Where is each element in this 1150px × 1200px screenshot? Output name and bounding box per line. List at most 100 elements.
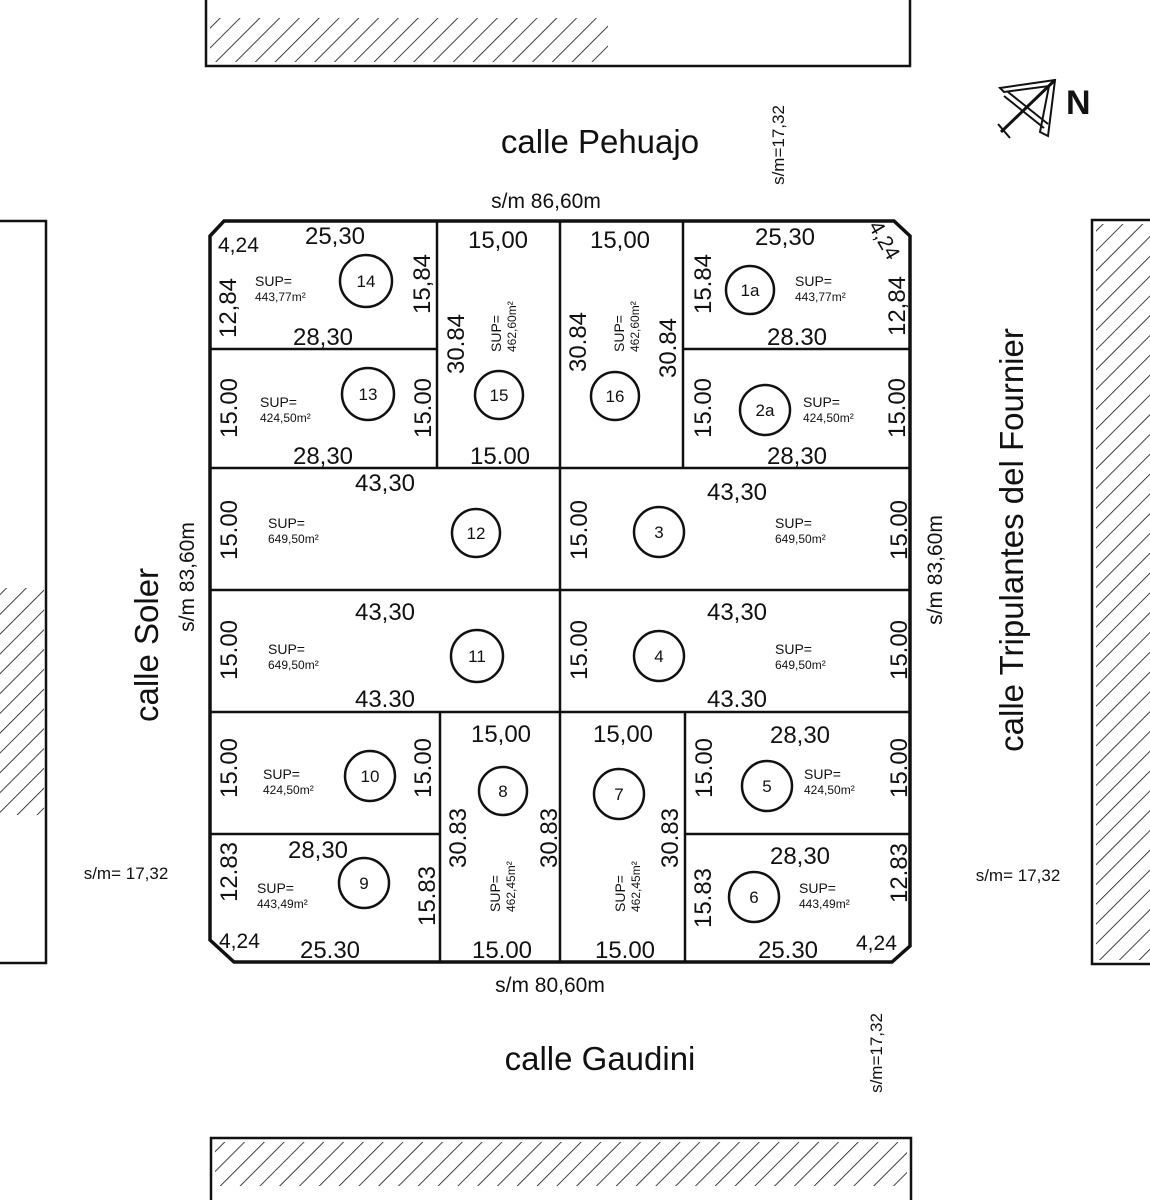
lot-13-sup-label: SUP= [260, 394, 297, 410]
lot-13-left-side: 15.00 [216, 378, 243, 438]
lot-5-right-side: 15.00 [886, 738, 913, 798]
neighbor-block-right [1090, 218, 1150, 966]
lot-6-back: 25.30 [758, 937, 818, 964]
lot-8-number: 8 [498, 782, 507, 801]
north-label: N [1066, 84, 1091, 122]
lot-8-sup-label: SUP= [487, 875, 503, 912]
lot-8-marker [477, 765, 529, 817]
lot-1a-sup-label: SUP= [795, 273, 832, 289]
lot-7-sup-value: 462,45m² [629, 861, 643, 912]
lot-1a-sup-value: 443,77m² [795, 290, 846, 304]
lot-13-number: 13 [359, 385, 378, 404]
lot-11-side: 15.00 [216, 620, 243, 680]
lot-6-front: 28,30 [770, 843, 830, 870]
lot-12-sup-value: 649,50m² [268, 532, 319, 546]
lot-11-front: 43,30 [355, 599, 415, 626]
lot-2a: 2a SUP= 424,50m² 28,30 15.00 15.00 [690, 378, 911, 470]
block-measure-left: s/m 83,60m [176, 522, 199, 632]
lot-6-chamfer: 4,24 [856, 932, 897, 955]
lot-16-sup-value: 462,60m² [628, 301, 642, 352]
lot-4-back: 43.30 [707, 686, 767, 713]
neighbor-block-bottom [209, 1136, 913, 1200]
lot-15-back: 15.00 [470, 443, 530, 470]
lot-15-left-side: 30.84 [443, 314, 470, 374]
lot-14-front: 25,30 [305, 223, 365, 250]
lot-6-left-side: 15.83 [690, 868, 717, 928]
street-width-top: s/m=17,32 [769, 105, 788, 185]
lot-15-marker [473, 369, 525, 421]
street-right-name: calle Tripulantes del Fournier [993, 328, 1030, 752]
street-width-left: s/m= 17,32 [84, 864, 169, 883]
lot-1a-right-side: 12,84 [884, 276, 911, 336]
lot-16-marker [589, 370, 641, 422]
lot-9-marker [337, 856, 391, 910]
lot-8-front: 15,00 [471, 721, 531, 748]
lot-2a-left-side: 15.00 [690, 378, 717, 438]
lot-2a-back: 28,30 [767, 443, 827, 470]
lot-4: 4 SUP= 649,50m² 43,30 43.30 15.00 15.00 [566, 599, 913, 713]
lot-5-front: 28,30 [770, 722, 830, 749]
lot-7-sup-label: SUP= [612, 875, 628, 912]
lot-6: 6 SUP= 443,49m² 28,30 25.30 15.83 12.83 … [690, 843, 913, 964]
street-width-right: s/m= 17,32 [976, 866, 1061, 885]
lot-6-sup-label: SUP= [799, 880, 836, 896]
lot-10-number: 10 [361, 767, 380, 786]
neighbor-block-left [0, 219, 48, 965]
lot-lines [210, 221, 910, 962]
lot-7-marker [592, 767, 646, 821]
lot-8: 8 SUP= 462,45m² 15,00 15.00 30.83 30.83 [445, 721, 563, 964]
lot-10-left-side: 15.00 [216, 738, 243, 798]
lot-3-marker [632, 505, 686, 559]
lot-15-sup-value: 462,60m² [505, 301, 519, 352]
lot-12-sup-label: SUP= [268, 515, 305, 531]
lot-12-number: 12 [467, 524, 486, 543]
lot-15-sup-label: SUP= [488, 315, 504, 352]
lot-5-number: 5 [762, 777, 771, 796]
lot-4-right-side: 15.00 [886, 620, 913, 680]
lot-10: 10 SUP= 424,50m² 15.00 15.00 [216, 738, 437, 803]
lot-4-front: 43,30 [707, 599, 767, 626]
lot-3-left-side: 15.00 [566, 500, 593, 560]
block-outline [208, 219, 912, 964]
lot-13-back: 28,30 [293, 443, 353, 470]
lot-7-right-side: 30.83 [657, 808, 684, 868]
lot-16-left-side: 30.84 [565, 312, 592, 372]
lot-14-chamfer: 4,24 [218, 234, 259, 257]
lot-3-front: 43,30 [707, 479, 767, 506]
lot-8-left-side: 30.83 [445, 808, 472, 868]
lot-10-right-side: 15.00 [410, 738, 437, 798]
lot-5-sup-label: SUP= [804, 766, 841, 782]
lot-14-right-side: 15,84 [409, 254, 436, 314]
lot-12-marker [450, 507, 502, 559]
lot-4-sup-value: 649,50m² [775, 658, 826, 672]
lot-7-back: 15.00 [595, 937, 655, 964]
lot-1a-back: 28.30 [767, 324, 827, 351]
lot-7: 7 SUP= 462,45m² 15,00 15.00 30.83 [592, 721, 684, 964]
lot-16-number: 16 [606, 387, 625, 406]
lot-4-left-side: 15.00 [566, 620, 593, 680]
lot-10-sup-value: 424,50m² [263, 783, 314, 797]
lot-9-back: 25.30 [300, 937, 360, 964]
lot-11: 11 SUP= 649,50m² 43,30 43.30 15.00 [216, 599, 505, 713]
lot-9-chamfer: 4,24 [219, 930, 260, 953]
lot-1a: 1a SUP= 443,77m² 25,30 28.30 15.84 12,84… [690, 217, 911, 351]
street-top-name: calle Pehuajo [501, 123, 699, 160]
neighbor-block-top [204, 0, 912, 68]
lot-6-right-side: 12.83 [886, 843, 913, 903]
street-width-bottom: s/m=17,32 [867, 1013, 886, 1093]
lot-14: 14 SUP= 443,77m² 25,30 28,30 12,84 15,84… [215, 223, 436, 351]
block-measure-right: s/m 83,60m [924, 515, 947, 625]
lot-16-front: 15,00 [590, 227, 650, 254]
lot-10-marker [343, 749, 397, 803]
lot-13: 13 SUP= 424,50m² 28,30 15.00 15.00 [216, 366, 437, 470]
lot-6-number: 6 [749, 888, 758, 907]
lot-14-sup-label: SUP= [255, 273, 292, 289]
block-measure-bottom: s/m 80,60m [495, 974, 605, 997]
lot-14-marker [338, 253, 394, 309]
lot-12-front: 43,30 [355, 470, 415, 497]
lot-9-front: 28,30 [288, 837, 348, 864]
lot-12-side: 15.00 [216, 500, 243, 560]
lot-3-sup-value: 649,50m² [775, 532, 826, 546]
lot-16: 16 SUP= 462,60m² 15,00 30.84 30.84 [565, 227, 682, 422]
